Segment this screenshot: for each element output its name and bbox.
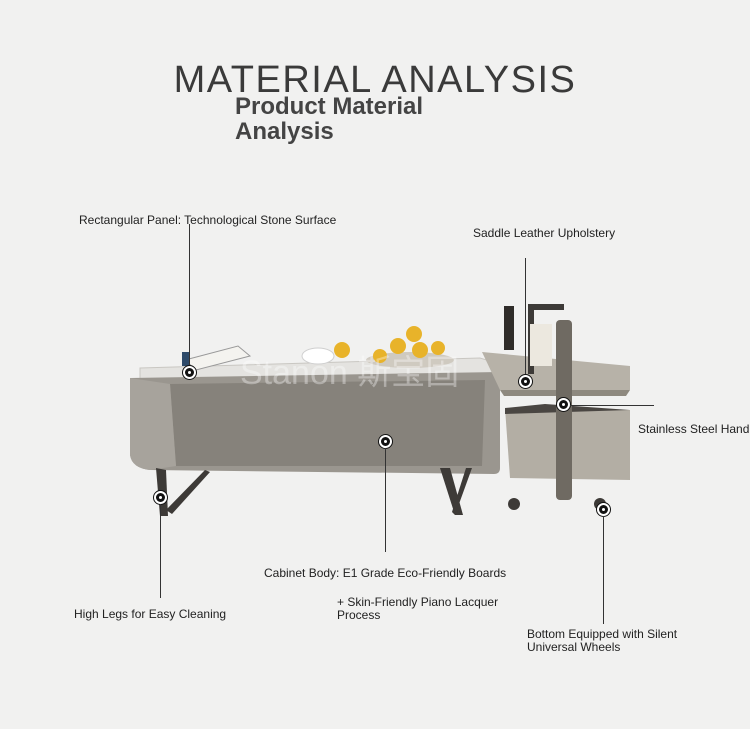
leader-line-stone-panel [189,224,190,366]
lemon [406,326,422,342]
leader-line-saddle-leather [525,258,526,374]
label-universal-wheels: Bottom Equipped with Silent Universal Wh… [527,627,678,654]
fruit-bowl [366,352,454,368]
wheel [508,498,520,510]
lemon [431,341,445,355]
stainless-steel-handle-bar [528,304,564,310]
lemon [412,342,428,358]
watermark: Stanon 斯宝固 [240,354,459,392]
trolley-bottle [504,306,514,350]
trolley-jar [530,324,552,366]
label-stone-panel: Rectangular Panel: Technological Stone S… [79,213,337,227]
marker-dot-legs [154,491,167,504]
leg-right-brace [452,468,472,515]
leader-line-cabinet [385,448,386,552]
leader-line-legs [160,504,161,598]
lemon [373,349,387,363]
leader-line-steel-handle [570,405,654,406]
lemon [390,338,406,354]
marker-dot-stone-panel [183,366,196,379]
cabinet-side [130,378,176,470]
label-high-legs: High Legs for Easy Cleaning [74,607,227,621]
section-subtitle: Product Material Analysis [235,94,423,144]
marker-dot-saddle-leather [519,375,532,388]
leg-left-brace [166,470,210,514]
cup [301,347,335,365]
label-steel-handle: Stainless Steel Handle [638,423,750,436]
marker-dot-steel-handle [557,398,570,411]
label-piano-lacquer: + Skin-Friendly Piano Lacquer Process [337,595,499,622]
label-saddle-leather: Saddle Leather Upholstery [473,226,616,240]
subtitle-line-2: Analysis [235,118,334,145]
marker-dot-wheels [597,503,610,516]
leader-line-wheels [603,516,604,624]
label-cabinet-body: Cabinet Body: E1 Grade Eco-Friendly Boar… [264,566,507,580]
cabinet-drawer-front [170,380,485,466]
marker-dot-cabinet [379,435,392,448]
page-title: MATERIAL ANALYSIS [173,59,577,102]
lemon [334,342,350,358]
book-spine [182,352,190,366]
subtitle-line-1: Product Material [235,93,424,120]
